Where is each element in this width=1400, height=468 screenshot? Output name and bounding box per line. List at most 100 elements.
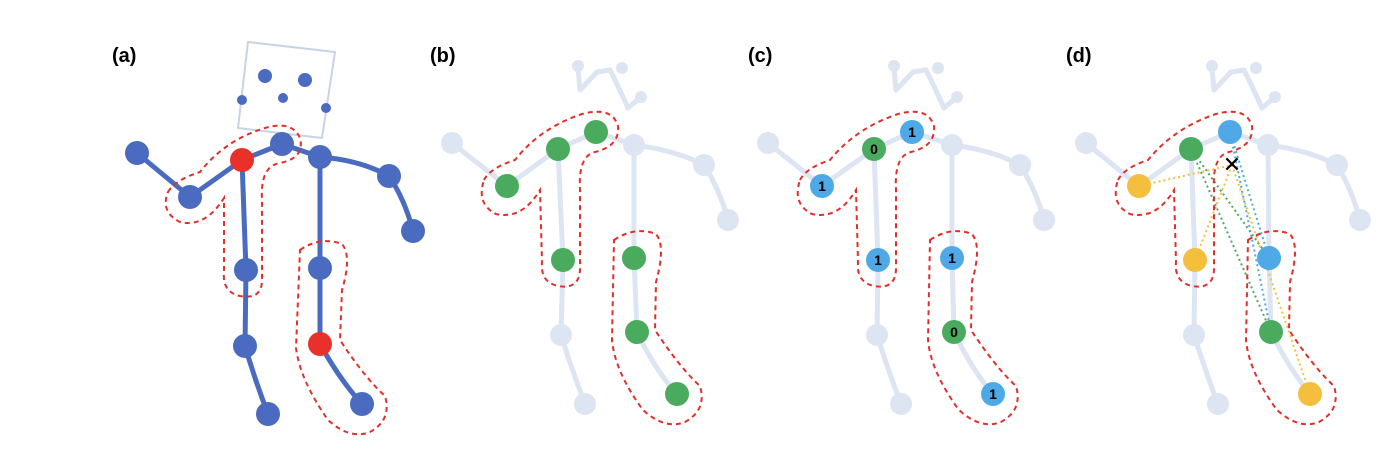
joint: [616, 62, 628, 74]
joint: [757, 132, 779, 154]
faded-bones: [765, 129, 1047, 407]
joint: [1075, 132, 1097, 154]
panel-d: (d): [1066, 45, 1371, 426]
blue-node: [1257, 246, 1281, 270]
faded-joints: [1075, 132, 1371, 415]
head-dot: [258, 69, 272, 83]
group-outlines: [164, 124, 388, 436]
faded-head-dots: [888, 60, 963, 103]
bone: [577, 67, 613, 93]
panel-b: (b): [430, 45, 739, 426]
faded-head-lines: [575, 65, 644, 111]
head-dot: [298, 73, 312, 87]
joint: [308, 256, 332, 280]
joint: [1250, 62, 1262, 74]
dotted-link-yellow: [1231, 164, 1311, 395]
yellow-node: [1127, 174, 1151, 198]
joint: [888, 60, 900, 72]
dotted-link-green: [1190, 148, 1272, 333]
green-node: [1179, 137, 1203, 161]
blue-node: [981, 382, 1005, 406]
joint: [1206, 60, 1218, 72]
joint: [866, 324, 888, 346]
node-value: 1: [989, 386, 997, 402]
head-dot: [321, 103, 331, 113]
joint: [941, 134, 963, 156]
joint: [401, 219, 425, 243]
panel-b-label: (b): [430, 45, 456, 67]
joint: [717, 209, 739, 231]
bone: [949, 255, 957, 335]
green-node: [495, 174, 519, 198]
joint: [178, 185, 202, 209]
head-dot: [278, 93, 288, 103]
green-node: [551, 248, 575, 272]
bone: [607, 67, 631, 111]
bone: [242, 267, 249, 349]
bone: [555, 146, 566, 263]
association-lines: [1138, 131, 1311, 395]
dotted-link-yellow: [1138, 164, 1233, 187]
outline-left-arm: [480, 110, 620, 288]
colored-nodes: [1127, 120, 1322, 406]
blue-node: [900, 120, 924, 144]
head-dot: [237, 95, 247, 105]
green-node: [942, 320, 966, 344]
node-value: 0: [870, 141, 878, 157]
faded-joints: [441, 132, 739, 415]
joint: [441, 132, 463, 154]
joint: [350, 392, 374, 416]
group-outlines: [480, 110, 703, 426]
joint: [951, 91, 963, 103]
joint: [890, 393, 912, 415]
faded-head-dots: [572, 60, 647, 103]
head-frame: [236, 40, 337, 140]
panel-a: (a): [112, 40, 425, 436]
green-nodes: [495, 120, 689, 406]
group-outlines: [796, 110, 1019, 426]
yellow-node: [1298, 382, 1322, 406]
outline-left-arm: [796, 110, 936, 288]
green-node: [546, 137, 570, 161]
faded-head-lines: [891, 65, 960, 111]
joint: [693, 154, 715, 176]
joint: [1326, 154, 1348, 176]
bone: [1188, 146, 1198, 263]
node-value: 1: [818, 178, 826, 194]
node-value: 1: [908, 124, 916, 140]
joint: [1183, 324, 1205, 346]
highlighted-joint: [308, 332, 332, 356]
joint: [308, 145, 332, 169]
joint: [932, 62, 944, 74]
node-value: 1: [948, 250, 956, 266]
numbered-nodes: 0 1 1 1 1 0 1: [810, 120, 1005, 406]
bone: [923, 67, 947, 111]
bone: [1266, 255, 1274, 335]
blue-node: [810, 174, 834, 198]
head-box: [236, 40, 337, 140]
outline-left-arm: [164, 124, 302, 298]
green-node: [584, 120, 608, 144]
dotted-link-blue: [1229, 131, 1272, 333]
green-node: [622, 246, 646, 270]
bone: [874, 257, 881, 338]
joint: [1257, 134, 1279, 156]
faded-head-lines: [1209, 65, 1278, 111]
green-node: [665, 382, 689, 406]
highlighted-joint: [230, 148, 254, 172]
faded-bones: [449, 129, 731, 407]
bone: [893, 67, 929, 93]
joint: [256, 402, 280, 426]
joint: [377, 164, 401, 188]
green-node: [625, 320, 649, 344]
bone: [631, 255, 640, 335]
bone: [239, 157, 249, 273]
joint: [125, 141, 149, 165]
joint: [1033, 209, 1055, 231]
dotted-link-green: [1190, 148, 1270, 259]
joint: [233, 334, 257, 358]
blue-node: [940, 246, 964, 270]
bone: [558, 257, 566, 338]
panel-a-label: (a): [112, 45, 136, 67]
joint: [1349, 209, 1371, 231]
